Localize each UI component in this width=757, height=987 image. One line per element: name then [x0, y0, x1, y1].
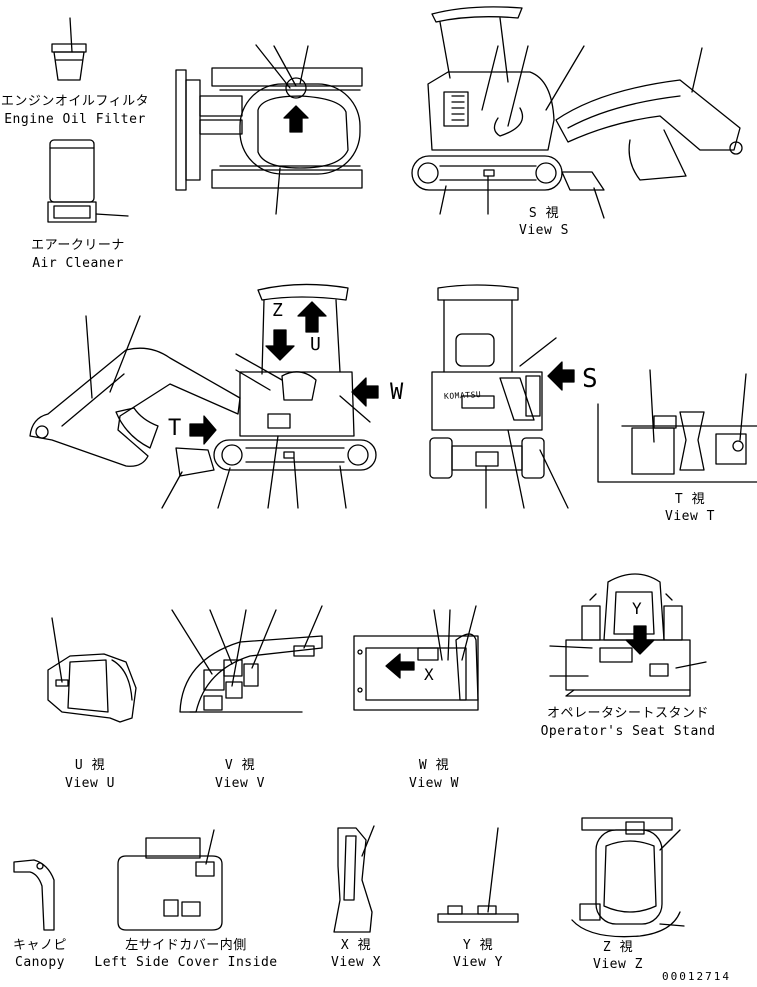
view-x-label-ja: X 視	[340, 938, 372, 953]
view-t-label-ja: T 視	[674, 492, 706, 507]
view-z-label-ja: Z 視	[602, 940, 634, 955]
view-w-label-en: View W	[409, 776, 459, 791]
view-s-drawing	[411, 6, 743, 219]
view-t-label-en: View T	[665, 509, 715, 524]
view-u-label-ja: U 視	[74, 758, 106, 773]
top-view-drawing	[175, 44, 363, 215]
air-cleaner-label-en: Air Cleaner	[32, 256, 124, 271]
view-t-drawing	[597, 369, 757, 483]
view-letter-s: S	[582, 364, 598, 394]
view-s-label-ja: S 視	[528, 206, 560, 221]
view-letter-t: T	[168, 416, 182, 441]
seat-stand-label-en: Operator's Seat Stand	[540, 724, 716, 739]
view-letter-z: Z	[272, 300, 283, 321]
left-side-cover-drawing	[117, 829, 223, 931]
main-side-view-drawing	[29, 283, 575, 509]
seat-stand-drawing	[549, 573, 707, 697]
seat-stand-label-ja: オペレータシートスタンド	[546, 706, 709, 721]
view-u-drawing	[47, 617, 137, 723]
air-cleaner-drawing	[47, 139, 129, 223]
view-v-label-en: View V	[215, 776, 265, 791]
engine-oil-filter-drawing	[51, 17, 87, 81]
engine-oil-filter-label-en: Engine Oil Filter	[4, 112, 146, 127]
view-x-label-en: View X	[331, 955, 381, 970]
view-u-label-en: View U	[65, 776, 115, 791]
view-w-drawing	[353, 605, 479, 711]
view-v-label-ja: V 視	[224, 758, 256, 773]
view-y-label-ja: Y 視	[462, 938, 494, 953]
canopy-drawing	[13, 859, 55, 931]
view-y-label-en: View Y	[453, 955, 503, 970]
view-v-drawing	[171, 605, 323, 713]
view-letter-y: Y	[632, 599, 642, 618]
view-s-label-en: View S	[519, 223, 569, 238]
rear-view-drawing	[429, 284, 569, 509]
canopy-label-ja: キャノピ	[12, 938, 67, 953]
komatsu-decal-text: KOMATSU	[443, 390, 482, 401]
view-w-label-ja: W 視	[418, 758, 450, 773]
left-cover-label-en: Left Side Cover Inside	[94, 955, 278, 970]
left-cover-label-ja: 左サイドカバー内側	[125, 938, 247, 953]
view-x-drawing	[333, 825, 375, 933]
part-number: 00012714	[662, 970, 731, 983]
view-letter-x: X	[424, 665, 434, 684]
view-letter-u: U	[310, 334, 321, 355]
view-letter-w: W	[390, 380, 404, 405]
engine-oil-filter-label-ja: エンジンオイルフィルタ	[0, 94, 150, 109]
canopy-label-en: Canopy	[15, 955, 65, 970]
view-y-drawing	[437, 827, 519, 923]
air-cleaner-label-ja: エアークリーナ	[31, 238, 125, 253]
view-z-drawing	[571, 817, 685, 938]
view-z-label-en: View Z	[593, 957, 643, 972]
